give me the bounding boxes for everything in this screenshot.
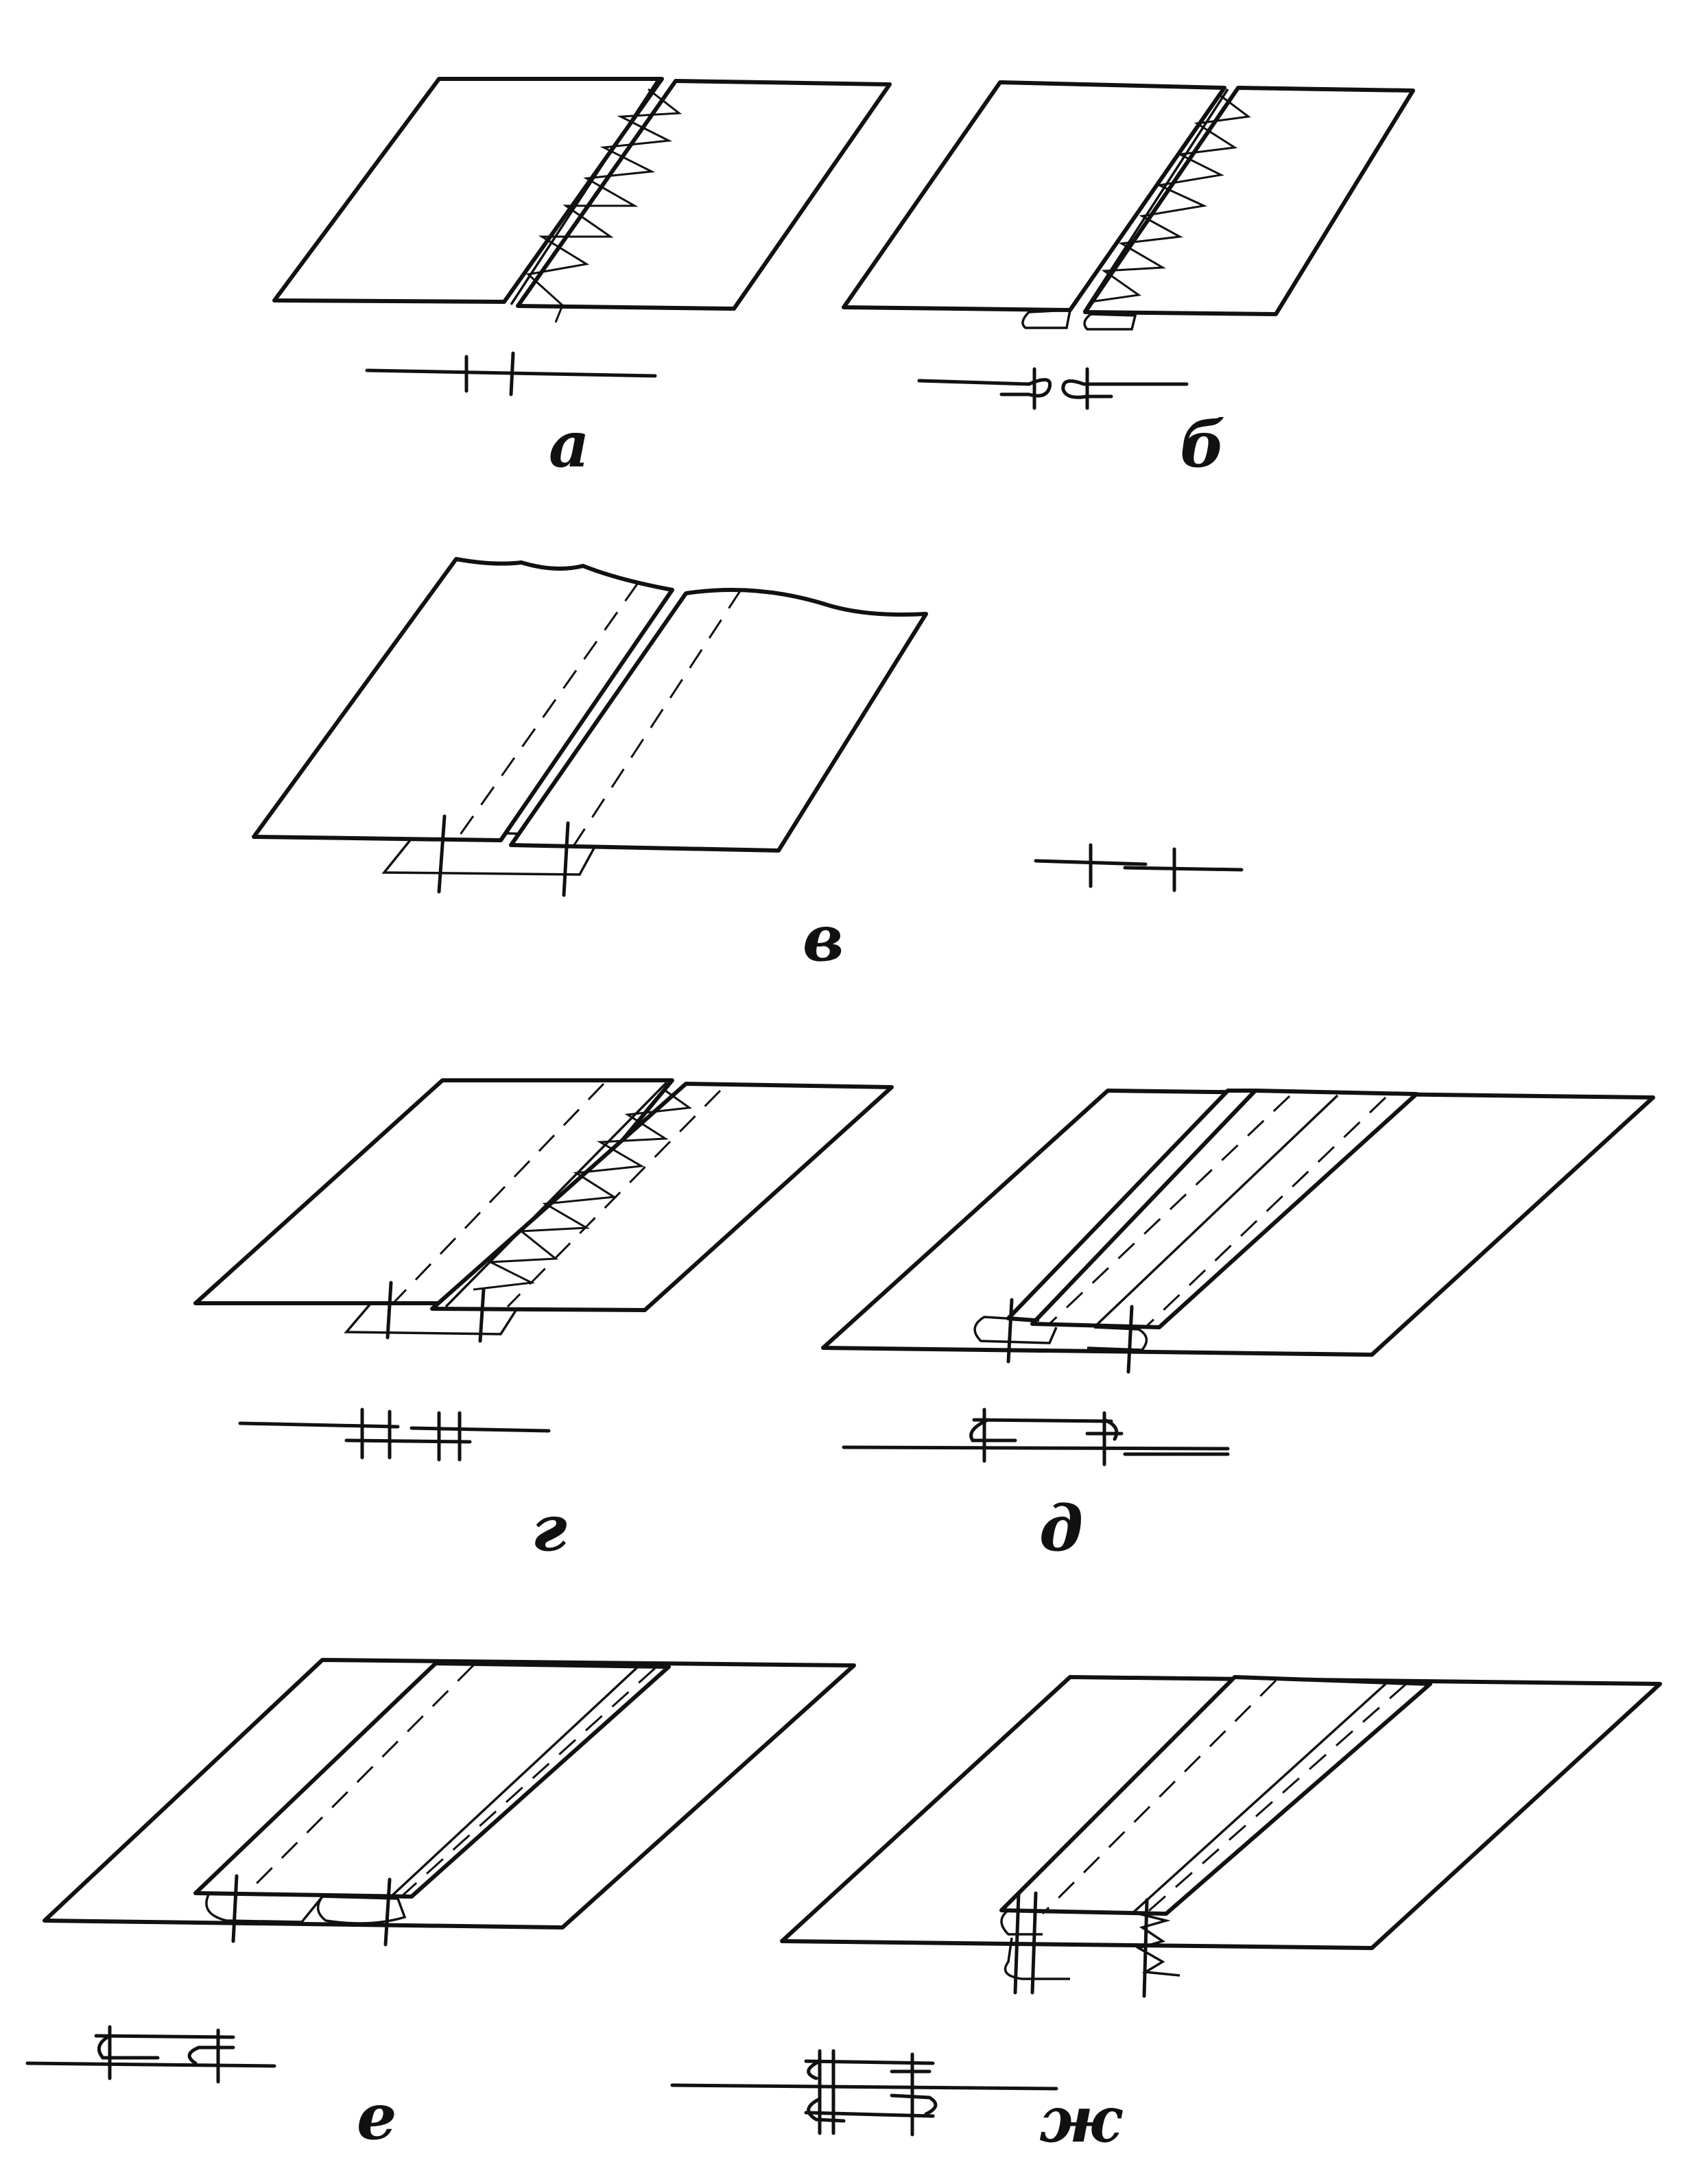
- figure-g-right-needle: [478, 1287, 486, 1343]
- figure-g-left-needle: [386, 1281, 393, 1340]
- figure-v: в: [252, 557, 1244, 975]
- figure-v-right-stitch-line: [571, 589, 742, 848]
- figure-e-left-fold-end: [205, 1892, 324, 1923]
- figure-e-right-needle: [383, 1877, 392, 1947]
- figure-d-center-gap: [1093, 1094, 1339, 1329]
- figure-g-left-stitch-line: [393, 1082, 605, 1303]
- figure-a-seam-edge: [510, 80, 659, 305]
- figure-g: г: [193, 1078, 894, 1565]
- figure-d-center-strip: [1030, 1089, 1419, 1329]
- figure-e-seam-symbol: [25, 2025, 276, 2084]
- figure-zh-left-stitch-line: [1041, 1679, 1277, 1915]
- figure-e-center-strip: [193, 1661, 671, 1899]
- figure-zh-left-needle: [1013, 1891, 1021, 1995]
- figure-a-right-panel: [516, 79, 892, 311]
- figure-zh-seam-symbol: [670, 2049, 1058, 2137]
- figure-zh-strip-edge: [1130, 1683, 1387, 1915]
- figure-b-seam-edge: [1082, 88, 1229, 313]
- figure-v-label: в: [803, 901, 844, 975]
- figure-v-left-needle: [437, 814, 447, 894]
- figure-b: б: [842, 80, 1415, 482]
- figure-a-seam-symbol: [365, 351, 657, 396]
- figure-d-left-needle: [1006, 1298, 1014, 1364]
- figure-zh-left-needle-2: [1030, 1891, 1038, 1995]
- figure-a-label: а: [549, 407, 590, 482]
- figure-g-seam-symbol: [238, 1408, 551, 1462]
- figure-zh-left-fold-end: [1000, 1909, 1070, 1980]
- figure-a: а: [272, 77, 892, 482]
- figure-e-left-needle: [231, 1874, 239, 1943]
- figure-g-seam-edge: [444, 1081, 668, 1308]
- figure-a-overlock-stitch: [525, 88, 683, 323]
- figure-e-label: е: [357, 2080, 397, 2154]
- figure-d-left-stitch-line: [1048, 1095, 1291, 1325]
- figure-e-left-stitch-line: [246, 1664, 475, 1895]
- figure-a-left-panel: [272, 77, 664, 304]
- figure-b-right-fold: [1083, 313, 1137, 331]
- figure-zh-right-needle: [1142, 1898, 1149, 1998]
- figure-b-overlock-stitch: [1090, 95, 1251, 303]
- figure-g-overlock-stitch: [473, 1089, 693, 1291]
- figure-v-left-panel: [252, 557, 674, 842]
- figure-zh-center-strip: [999, 1675, 1432, 1916]
- figure-d-right-fold-end: [1087, 1326, 1148, 1351]
- figure-b-right-panel: [1083, 86, 1415, 316]
- figure-zh: ж: [670, 1675, 1662, 2157]
- figure-v-right-panel: [509, 588, 928, 853]
- figure-d-right-needle: [1126, 1305, 1134, 1374]
- figure-b-label: б: [1180, 407, 1225, 482]
- figure-e: е: [25, 1658, 856, 2154]
- figure-e-strip-edge: [390, 1665, 639, 1898]
- figure-v-left-stitch-line: [455, 582, 639, 841]
- figure-e-right-fold-end: [316, 1895, 407, 1925]
- figure-d-seam-symbol: [842, 1408, 1230, 1467]
- figure-d-left-fold-end: [973, 1316, 1058, 1344]
- figure-d-right-stitch-line: [1144, 1096, 1387, 1329]
- figure-zh-label: ж: [1039, 2082, 1123, 2157]
- figure-d-label: д: [1039, 1491, 1083, 1565]
- figure-g-label: г: [532, 1491, 567, 1565]
- figure-zh-right-fold-end: [1135, 1912, 1181, 1977]
- figure-v-seam-symbol: [1034, 843, 1244, 892]
- figure-b-left-fold: [1021, 309, 1072, 329]
- figure-g-right-stitch-line: [506, 1089, 722, 1308]
- figure-b-seam-symbol: [917, 367, 1189, 410]
- figure-v-right-needle: [562, 821, 570, 897]
- figure-zh-right-stitch-line: [1145, 1683, 1407, 1915]
- figure-e-right-stitch-line: [400, 1667, 656, 1898]
- figure-d: д: [821, 1089, 1655, 1565]
